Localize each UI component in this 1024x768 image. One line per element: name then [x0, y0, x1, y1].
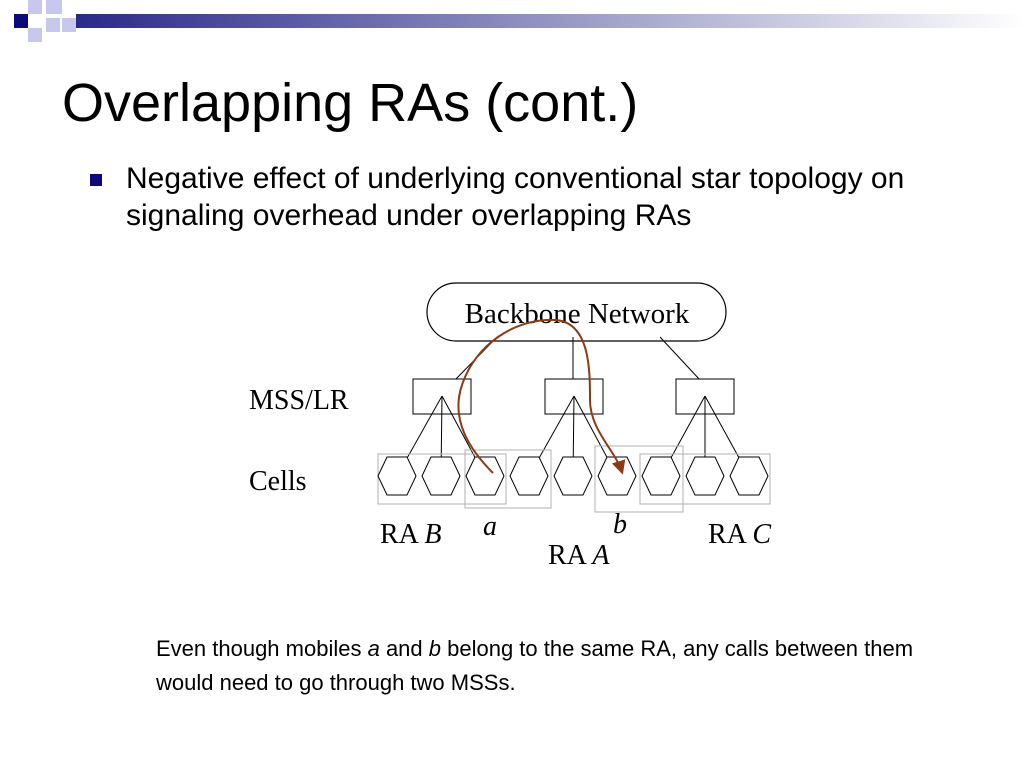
ra-c-boundary [639, 453, 771, 505]
backbone-label: Backbone Network [465, 298, 690, 330]
ra-c-label: RA C [708, 519, 771, 550]
deco-square-light [28, 0, 42, 14]
ra-a-boundary-left [464, 449, 552, 509]
ra-b-boundary [377, 453, 507, 505]
deco-square-light [46, 18, 60, 32]
cells-label: Cells [249, 466, 307, 497]
deco-square-light [46, 0, 62, 14]
mobile-a-label: a [483, 511, 497, 542]
hex-cell [641, 456, 681, 496]
deco-square-light [28, 28, 42, 42]
slide-title: Overlapping RAs (cont.) [62, 73, 639, 133]
hex-cell [509, 456, 549, 496]
backbone-network-box [426, 282, 727, 342]
hex-cell [465, 456, 505, 496]
hex-cell [553, 456, 593, 496]
hex-cell [421, 456, 461, 496]
deco-square-light [62, 18, 76, 32]
mobile-b-label: b [613, 509, 627, 540]
ra-a-boundary-right [594, 445, 684, 513]
hex-cell [729, 456, 769, 496]
bullet-square-icon [90, 174, 102, 186]
hex-cell [685, 456, 725, 496]
hex-cell [597, 456, 637, 496]
backbone-link [659, 336, 701, 381]
bullet-text: Negative effect of underlying convention… [126, 162, 905, 232]
header-decoration [14, 0, 1024, 42]
hex-cell [377, 456, 417, 496]
call-path-arrow [457, 318, 626, 475]
cell-row [377, 456, 769, 496]
ra-b-label: RA B [380, 519, 441, 550]
ra-a-label: RA A [548, 540, 610, 571]
deco-square-dark [14, 14, 28, 28]
title-gradient-bar [76, 14, 1024, 28]
caption-text: Even though mobiles a and b belong to th… [156, 636, 914, 695]
mss-lr-label: MSS/LR [249, 385, 349, 416]
